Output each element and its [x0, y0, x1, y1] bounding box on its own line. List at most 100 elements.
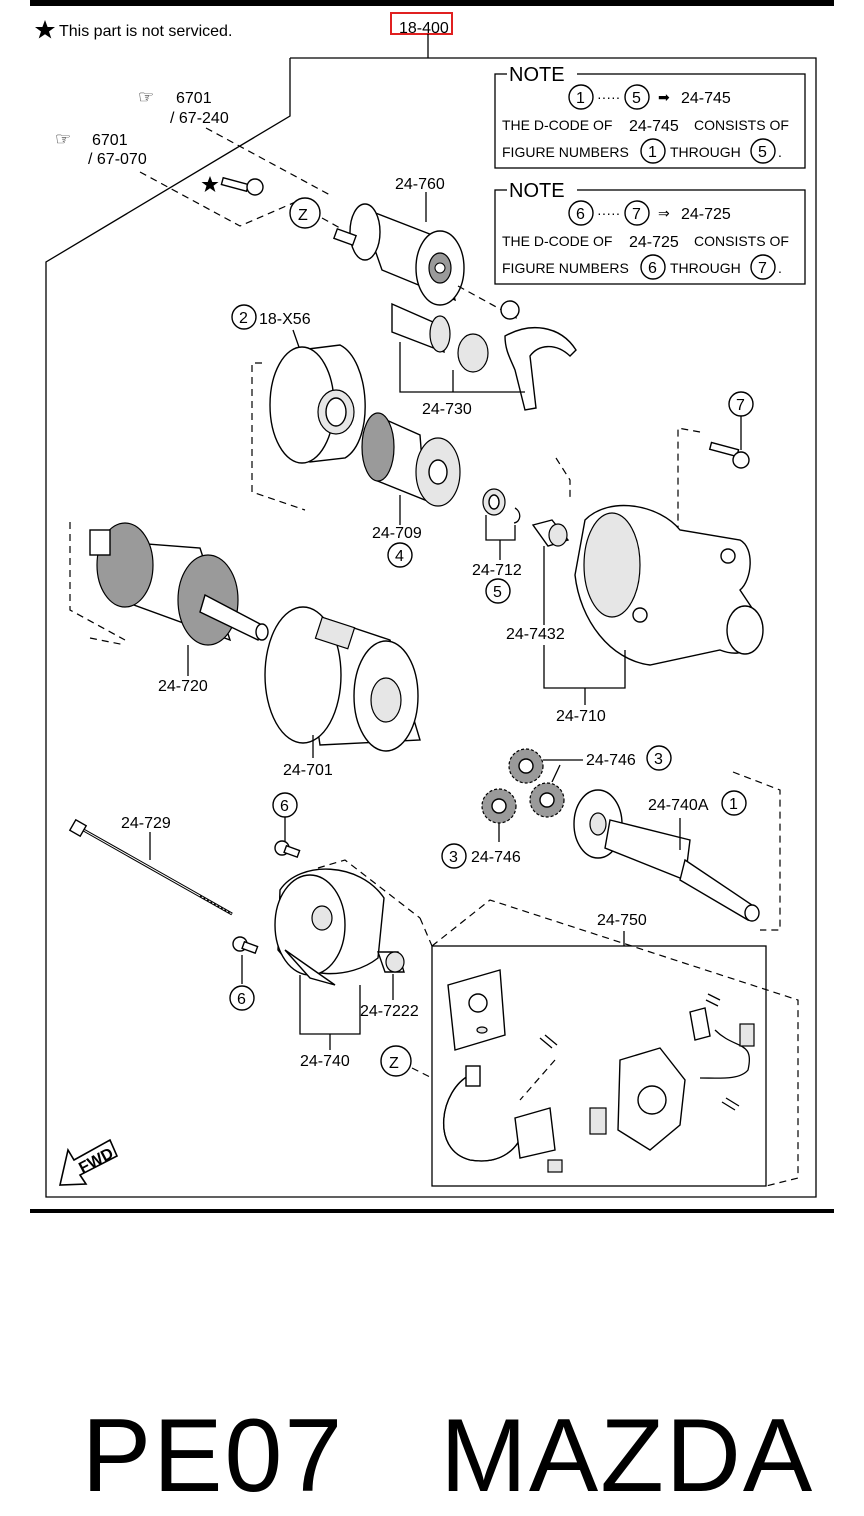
svg-text:NOTE: NOTE — [509, 64, 565, 86]
rear-cover-screw-a[interactable] — [274, 840, 301, 859]
svg-text:7: 7 — [736, 397, 745, 414]
wrench-icon: ☞ — [55, 129, 71, 149]
planetary-gear-c[interactable] — [481, 788, 517, 824]
svg-text:➡: ➡ — [658, 89, 670, 105]
svg-text:THROUGH: THROUGH — [670, 144, 741, 160]
label-brush-holder[interactable]: 24-750 — [597, 912, 647, 929]
svg-text:6: 6 — [280, 798, 289, 815]
svg-text:1: 1 — [729, 796, 738, 813]
ref-5-badge: 5 — [485, 578, 511, 604]
planetary-gear-b[interactable] — [529, 782, 565, 818]
armature[interactable] — [89, 522, 269, 646]
label-bushing[interactable]: 24-7432 — [506, 626, 565, 643]
planetary-shaft[interactable] — [573, 789, 760, 922]
star-icon — [201, 176, 219, 192]
svg-text:CONSISTS OF: CONSISTS OF — [694, 117, 789, 133]
reference-6701-a[interactable]: ☞ 6701 / 67-240 — [138, 87, 229, 127]
label-drive-housing-cover[interactable]: 18-X56 — [259, 311, 311, 328]
svg-text:THE D-CODE OF: THE D-CODE OF — [502, 233, 612, 249]
svg-text:4: 4 — [395, 548, 404, 565]
footer: PE07 MAZDA — [20, 1278, 814, 1516]
ref-1-badge: 1 — [721, 790, 747, 816]
svg-text:FIGURE NUMBERS: FIGURE NUMBERS — [502, 144, 629, 160]
svg-text:24-745: 24-745 — [681, 90, 731, 107]
svg-text:NOTE: NOTE — [509, 180, 565, 202]
ref-3-badge-b: 3 — [441, 843, 467, 869]
svg-text:7: 7 — [758, 260, 767, 277]
svg-text:1: 1 — [648, 144, 657, 161]
svg-text:.: . — [778, 144, 782, 160]
label-planetary-shaft[interactable]: 24-740A — [648, 797, 709, 814]
housing-screw[interactable] — [708, 441, 750, 469]
label-end-bushing[interactable]: 24-7222 — [360, 1003, 419, 1020]
svg-text:THE D-CODE OF: THE D-CODE OF — [502, 117, 612, 133]
svg-text:FIGURE NUMBERS: FIGURE NUMBERS — [502, 260, 629, 276]
lever-set[interactable] — [391, 300, 577, 411]
label-gear-b[interactable]: 24-746 — [471, 849, 521, 866]
assembly-outline — [45, 57, 817, 1198]
model-code: PE07 — [81, 1398, 345, 1514]
ref-4-badge: 4 — [387, 542, 413, 568]
ref-3-badge-a: 3 — [646, 745, 672, 771]
bushing[interactable] — [531, 519, 570, 547]
svg-text:5: 5 — [632, 90, 641, 107]
svg-text:5: 5 — [493, 584, 502, 601]
rear-cover-screw-b[interactable] — [232, 936, 259, 955]
label-yoke[interactable]: 24-701 — [283, 762, 333, 779]
svg-text:6: 6 — [648, 260, 657, 277]
solenoid[interactable] — [332, 192, 465, 306]
planetary-gear-a[interactable] — [508, 748, 544, 784]
brand-name: MAZDA — [440, 1398, 815, 1514]
svg-text:/ 67-240: / 67-240 — [170, 110, 229, 127]
group-code[interactable]: 18-400 — [399, 20, 449, 37]
label-armature[interactable]: 24-720 — [158, 678, 208, 695]
z-mark-top: Z — [289, 197, 321, 229]
svg-text:THROUGH: THROUGH — [670, 260, 741, 276]
brush-holder-frame — [431, 945, 767, 1187]
rear-cover[interactable] — [274, 868, 385, 986]
drive-housing-cover[interactable] — [269, 344, 366, 464]
label-rear-cover[interactable]: 24-740 — [300, 1053, 350, 1070]
exploded-parts-diagram: This part is not serviced. 18-400 ☞ 6701… — [30, 0, 834, 1213]
label-bearing[interactable]: 24-712 — [472, 562, 522, 579]
label-through-bolt[interactable]: 24-729 — [121, 815, 171, 832]
svg-text:6: 6 — [576, 206, 585, 223]
svg-text:6: 6 — [237, 991, 246, 1008]
brush-holder[interactable] — [443, 969, 755, 1173]
svg-text:24-725: 24-725 — [629, 234, 679, 251]
svg-text:1: 1 — [576, 90, 585, 107]
ref-2-badge: 2 — [231, 304, 257, 330]
reference-6701-b[interactable]: ☞ 6701 / 67-070 — [55, 129, 147, 168]
ref-6-badge-b: 6 — [229, 985, 255, 1011]
label-solenoid[interactable]: 24-760 — [395, 176, 445, 193]
star-icon — [35, 20, 55, 39]
label-gear-a[interactable]: 24-746 — [586, 752, 636, 769]
note-box-1: NOTE 1 ····· 5 ➡ 24-745 THE D-CODE OF 24… — [494, 64, 806, 169]
z-mark-bottom: Z — [380, 1045, 412, 1077]
clutch[interactable] — [361, 412, 461, 507]
not-serviced-legend: This part is not serviced. — [35, 20, 232, 40]
svg-text:Z: Z — [298, 207, 308, 224]
yoke[interactable] — [264, 606, 421, 752]
fwd-arrow-icon: FWD — [58, 1138, 119, 1186]
solenoid-screw[interactable] — [220, 176, 264, 196]
svg-text:6701: 6701 — [176, 90, 212, 107]
svg-text:·····: ····· — [597, 205, 620, 221]
ref-6-badge-a: 6 — [272, 792, 298, 818]
svg-text:3: 3 — [654, 751, 663, 768]
wrench-icon: ☞ — [138, 87, 154, 107]
front-housing[interactable] — [574, 504, 764, 666]
note-box-2: NOTE 6 ····· 7 ⇒ 24-725 THE D-CODE OF 24… — [494, 180, 806, 285]
group-code-highlight — [390, 12, 453, 35]
label-clutch[interactable]: 24-709 — [372, 525, 422, 542]
label-front-housing[interactable]: 24-710 — [556, 708, 606, 725]
label-lever-set[interactable]: 24-730 — [422, 401, 472, 418]
svg-text:⇒: ⇒ — [658, 205, 670, 221]
bearing[interactable] — [482, 488, 521, 524]
svg-text:3: 3 — [449, 849, 458, 866]
top-rule — [30, 0, 834, 6]
svg-text:7: 7 — [632, 206, 641, 223]
through-bolt[interactable] — [68, 818, 233, 916]
svg-text:24-725: 24-725 — [681, 206, 731, 223]
end-bushing[interactable] — [377, 951, 405, 973]
